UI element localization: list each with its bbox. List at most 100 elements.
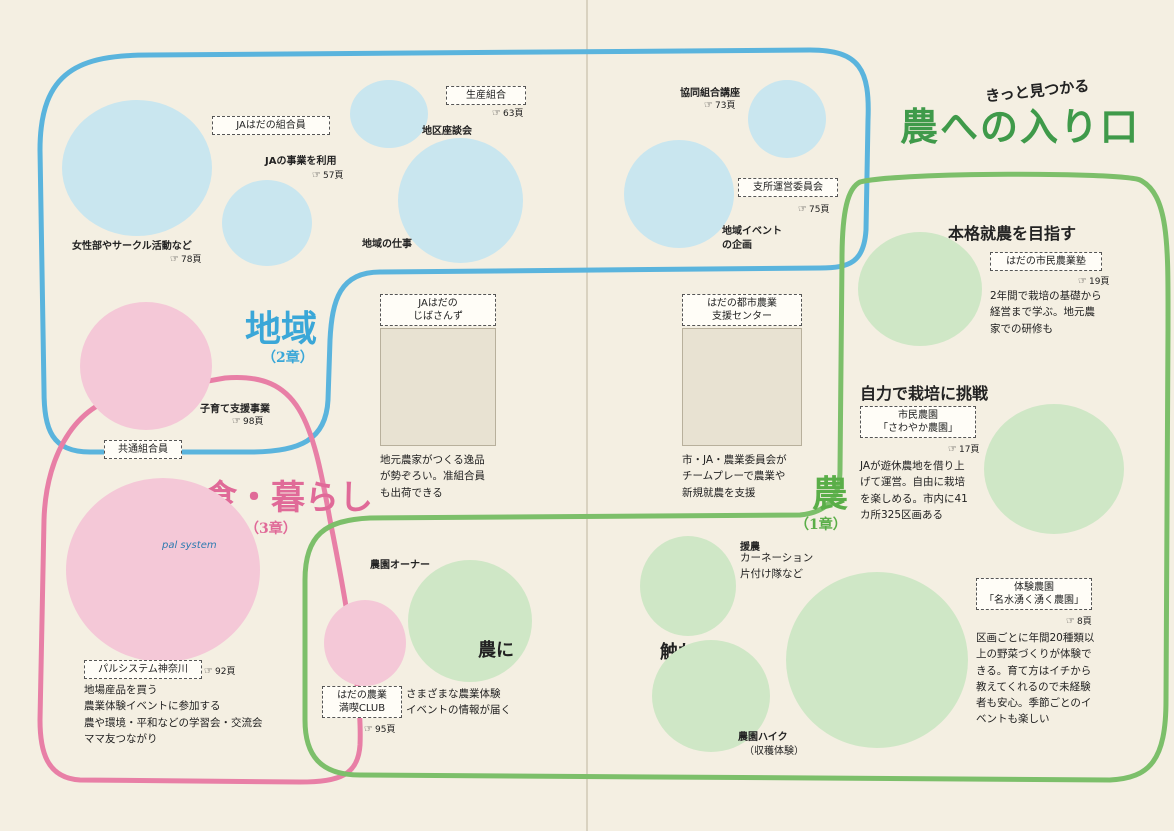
desc-palsystem-3: 農や環境・平和などの学習会・交流会 xyxy=(84,716,263,729)
illustration-club xyxy=(324,600,406,686)
desc-taiken-5: 者も安心。季節ごとのイ xyxy=(976,697,1092,710)
tag-jiriki-2: 「さわやか農園」 xyxy=(878,423,958,434)
page-jigyou: 57頁 xyxy=(322,171,344,181)
caption-ennou-1: 援農 xyxy=(740,542,760,553)
illustration-honkaku xyxy=(858,232,982,346)
tag-taiken-2: 「名水湧く湧く農園」 xyxy=(984,595,1084,606)
caption-hike-2: （収穫体験） xyxy=(744,746,804,757)
desc-honkaku-1: 2年間で栽培の基礎から xyxy=(990,290,1102,302)
label-nouni: 農に xyxy=(478,640,514,661)
section-label-chiiki: 地域 xyxy=(245,308,318,350)
desc-jibasanzu-2: が勢ぞろい。准組合員 xyxy=(380,470,485,483)
page-jiriki: 17頁 xyxy=(958,445,980,455)
caption-ennou: カーネーション 片付け隊など xyxy=(740,550,813,583)
desc-jibasanzu-1: 地元農家がつくる逸品 xyxy=(380,454,485,466)
tag-jibasanzu: JAはだの じばさんず xyxy=(380,294,496,326)
caption-jyosei: 女性部やサークル活動など xyxy=(72,241,192,252)
desc-taiken: 区画ごとに年間20種類以 上の野菜づくりが体験で きる。育て方はイチから 教えて… xyxy=(976,630,1094,728)
section-label-nou: 農 xyxy=(812,473,849,515)
illustration-kosodate xyxy=(80,302,212,430)
page-ref-club: ☞95頁 xyxy=(364,724,396,735)
tag-club-2: 満喫CLUB xyxy=(338,703,386,714)
desc-palsystem: 地場産品を買う 農業体験イベントに参加する 農や環境・平和などの学習会・交流会 … xyxy=(84,682,263,747)
desc-center-1: 市・JA・農業委員会が xyxy=(682,454,787,466)
page-club: 95頁 xyxy=(374,725,396,735)
illustration-hike xyxy=(652,640,770,752)
desc-jiriki-2: げて運営。自由に栽培 xyxy=(860,476,965,489)
caption-hike-1: 農園ハイク xyxy=(738,732,788,743)
illustration-jibasanzu xyxy=(380,328,496,446)
caption-event-2: の企画 xyxy=(722,240,752,251)
desc-honkaku-3: 家での研修も xyxy=(990,322,1053,335)
desc-palsystem-2: 農業体験イベントに参加する xyxy=(84,700,221,713)
caption-jigyou: JAの事業を利用 xyxy=(265,156,337,167)
page-kyoudou: 73頁 xyxy=(714,101,736,111)
desc-honkaku-2: 経営まで学ぶ。地元農 xyxy=(990,306,1095,319)
tag-seisan: 生産組合 xyxy=(446,86,526,105)
desc-jiriki-4: カ所325区画ある xyxy=(860,508,944,521)
desc-palsystem-1: 地場産品を買う xyxy=(84,684,158,696)
tag-kyoutsuu: 共通組合員 xyxy=(104,440,182,459)
caption-ennou-3: 片付け隊など xyxy=(740,568,803,581)
tag-shisho: 支所運営委員会 xyxy=(738,178,838,197)
tag-taiken: 体験農園 「名水湧く湧く農園」 xyxy=(976,578,1092,610)
tag-club: はだの農業 満喫CLUB xyxy=(322,686,402,718)
page-shisho: 75頁 xyxy=(808,205,830,215)
page-ref-jigyou: ☞57頁 xyxy=(312,170,344,181)
desc-center-3: 新規就農を支援 xyxy=(682,486,756,499)
page-seisan: 63頁 xyxy=(502,109,524,119)
nou-outline xyxy=(302,171,1171,783)
caption-kyoudou: 協同組合講座 xyxy=(680,88,740,99)
tag-palsystem: パルシステム神奈川 xyxy=(84,660,202,679)
page-honkaku: 19頁 xyxy=(1088,277,1110,287)
tag-center: はだの都市農業 支援センター xyxy=(682,294,802,326)
desc-taiken-4: 教えてくれるので未経験 xyxy=(976,680,1091,693)
illustration-kyoudou xyxy=(748,80,826,158)
desc-center: 市・JA・農業委員会が チームプレーで農業や 新規就農を支援 xyxy=(682,452,787,501)
desc-honkaku: 2年間で栽培の基礎から 経営まで学ぶ。地元農 家での研修も xyxy=(990,288,1102,337)
caption-ennou-2: カーネーション xyxy=(740,552,814,564)
caption-owner: 農園オーナー xyxy=(370,560,430,571)
illustration-jyosei xyxy=(62,100,212,236)
desc-owner: さまざまな農業体験 イベントの情報が届く xyxy=(406,686,511,719)
illustration-taiken xyxy=(786,572,968,748)
head-honkaku: 本格就農を目指す xyxy=(948,224,1077,243)
desc-taiken-2: 上の野菜づくりが体験で xyxy=(976,648,1092,661)
truck-logo-text: pal system xyxy=(162,540,217,551)
illustration-ennou xyxy=(640,536,736,636)
caption-shigoto: 地域の仕事 xyxy=(362,239,412,250)
caption-kosodate: 子育て支援事業 xyxy=(200,404,270,415)
page-ref-taiken: ☞8頁 xyxy=(1066,616,1092,627)
page-ref-jyosei: ☞78頁 xyxy=(170,254,202,265)
illustration-event xyxy=(624,140,734,248)
head-jiriki: 自力で栽培に挑戦 xyxy=(860,384,989,403)
page-kosodate: 98頁 xyxy=(242,417,264,427)
tag-kumiai: JAはだの組合員 xyxy=(212,116,330,135)
title-main: 農への入り口 xyxy=(900,104,1141,149)
tag-center-1: はだの都市農業 xyxy=(707,298,777,309)
desc-jiriki: JAが遊休農地を借り上 げて運営。自由に栽培 を楽しめる。市内に41 カ所325… xyxy=(860,458,968,523)
illustration-palsystem xyxy=(66,478,260,662)
shoku-outline xyxy=(37,375,363,785)
desc-jibasanzu-3: も出荷できる xyxy=(380,486,443,499)
desc-palsystem-4: ママ友つながり xyxy=(84,732,158,745)
desc-taiken-6: ベントも楽しい xyxy=(976,713,1050,726)
page-ref-kyoudou: ☞73頁 xyxy=(704,100,736,111)
illustration-shigoto xyxy=(398,138,523,263)
caption-event-1: 地域イベント xyxy=(722,226,782,237)
desc-center-2: チームプレーで農業や xyxy=(682,470,786,483)
tag-taiken-1: 体験農園 xyxy=(1014,582,1054,593)
illustration-owner xyxy=(408,560,532,682)
tag-center-2: 支援センター xyxy=(712,311,772,322)
tag-jibasanzu-2: じばさんず xyxy=(413,311,463,322)
illustration-jiriki xyxy=(984,404,1124,534)
page-ref-honkaku: ☞19頁 xyxy=(1078,276,1110,287)
tag-jibasanzu-1: JAはだの xyxy=(418,298,458,309)
illustration-zadankai xyxy=(350,80,428,148)
section-chapter-shoku: （3章） xyxy=(245,521,297,537)
tag-honkaku: はだの市民農業塾 xyxy=(990,252,1102,271)
illustration-jigyou xyxy=(222,180,312,266)
tag-jiriki-1: 市民農園 xyxy=(898,410,938,421)
desc-taiken-1: 区画ごとに年間20種類以 xyxy=(976,632,1095,644)
